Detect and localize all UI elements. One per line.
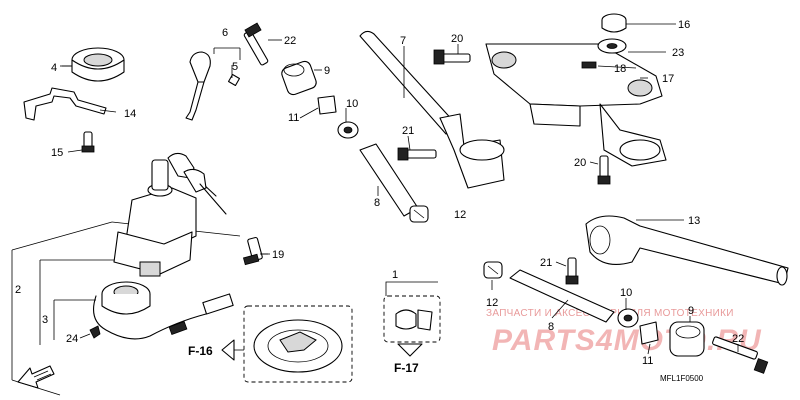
label-part-20-lower: 20 <box>574 157 586 169</box>
part-bolt-21-top <box>397 147 437 161</box>
part-bolt-20-lower <box>597 155 611 185</box>
part-bolt-20-top <box>433 49 471 65</box>
part-bolt-15 <box>67 131 95 153</box>
part-collar-11-top <box>317 95 337 115</box>
ref-label-f17: F-17 <box>394 361 419 375</box>
part-handlebar-left <box>359 30 505 189</box>
label-part-6: 6 <box>222 27 228 39</box>
part-harness-switch <box>93 281 234 340</box>
label-part-15: 15 <box>51 147 63 159</box>
label-part-8-top: 8 <box>374 197 380 209</box>
part-cap-16 <box>601 13 627 33</box>
front-direction-arrow <box>17 365 55 389</box>
part-rubber-10-top <box>337 121 359 139</box>
part-ignition-switch <box>113 152 227 277</box>
label-part-11-top: 11 <box>288 112 299 124</box>
label-part-22-lower: 22 <box>732 333 744 345</box>
label-part-22-top: 22 <box>284 35 296 47</box>
part-clip-24 <box>79 325 101 339</box>
part-pipe-8-lower <box>509 269 615 323</box>
label-part-1: 1 <box>392 269 398 281</box>
label-part-12-top: 12 <box>454 209 466 221</box>
callout-f16 <box>221 305 353 383</box>
label-part-7: 7 <box>400 35 406 47</box>
label-part-4: 4 <box>51 62 57 74</box>
diagram-code: MFL1F0500 <box>660 374 704 383</box>
part-nut-12-top <box>409 205 429 223</box>
part-cover-cap <box>62 47 125 82</box>
reference-labels: F-16 F-17 <box>188 344 419 375</box>
part-labels: 4 14 15 6 5 19 2 3 24 22 9 11 10 8 12 7 … <box>15 19 744 367</box>
label-part-5: 5 <box>232 61 238 73</box>
part-nut-12-lower <box>483 261 503 279</box>
label-part-8-lower: 8 <box>548 321 554 333</box>
part-bracket <box>23 87 117 121</box>
part-key-set <box>185 47 241 121</box>
part-weight-9-lower <box>669 321 705 357</box>
label-part-2: 2 <box>15 284 21 296</box>
label-part-9-top: 9 <box>324 65 330 77</box>
label-part-16: 16 <box>678 19 690 31</box>
part-weight-9-top <box>281 60 317 96</box>
label-part-18: 18 <box>614 63 626 75</box>
callout-f17 <box>383 281 441 357</box>
ref-label-f16: F-16 <box>188 344 213 358</box>
label-part-21-lower: 21 <box>540 257 552 269</box>
label-part-23: 23 <box>672 47 684 59</box>
label-part-13: 13 <box>688 215 700 227</box>
part-top-bridge <box>485 43 667 167</box>
label-part-9-lower: 9 <box>688 305 694 317</box>
part-bolt-21-lower <box>565 257 579 285</box>
label-part-24: 24 <box>66 333 78 345</box>
label-part-12-lower: 12 <box>486 297 498 309</box>
label-part-10-top: 10 <box>346 98 358 110</box>
part-bolt-22-lower <box>712 336 769 374</box>
leader-lines <box>60 23 739 355</box>
part-rubber-10-lower <box>617 308 639 328</box>
label-part-17: 17 <box>662 73 674 85</box>
label-part-20-top: 20 <box>451 33 463 45</box>
part-washer-23 <box>597 38 627 54</box>
part-handlebar-right <box>585 215 789 286</box>
part-collar-11-lower <box>639 321 659 345</box>
label-part-10-lower: 10 <box>620 287 632 299</box>
label-part-19: 19 <box>272 249 284 261</box>
label-part-14: 14 <box>124 108 136 120</box>
part-bolt-22-top <box>243 22 269 66</box>
part-bolt-19 <box>242 236 270 266</box>
label-part-3: 3 <box>42 314 48 326</box>
label-part-21-top: 21 <box>402 125 414 137</box>
label-part-11-lower: 11 <box>642 355 653 367</box>
